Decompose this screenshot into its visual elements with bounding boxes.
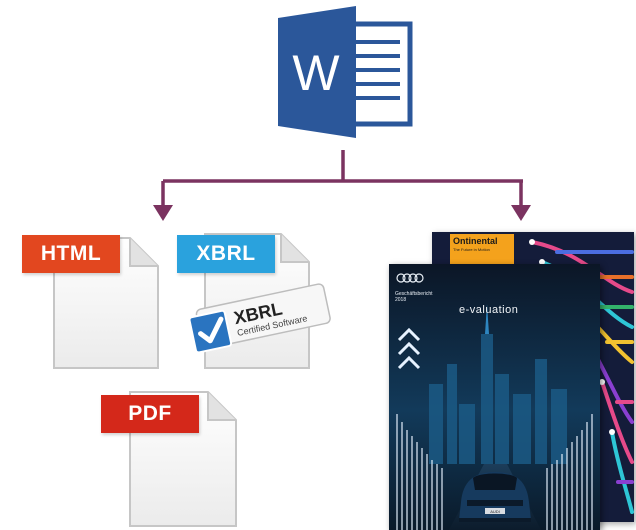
pdf-format-label: PDF (101, 395, 199, 433)
license-plate: AUDI (490, 509, 500, 514)
arrowhead-right (511, 205, 531, 221)
xbrl-certified-badge: XBRL Certified Software (188, 283, 331, 354)
continental-tagline: The Future in Motion (453, 247, 490, 252)
xbrl-format-label: XBRL (177, 235, 275, 273)
word-icon: W (278, 6, 413, 138)
audi-report-title: Geschäftsbericht 2018 (395, 291, 433, 303)
arrowhead-left (153, 205, 173, 221)
chevron-up-icon (397, 327, 421, 370)
continental-brand: Ontinental (453, 236, 498, 246)
audi-rings-icon (396, 273, 424, 283)
continental-logo: Ontinental The Future in Motion (450, 234, 514, 264)
car-icon (459, 472, 531, 522)
checkmark-icon (198, 316, 224, 344)
audi-headline: e-valuation (459, 304, 519, 316)
audi-report-cover: AUDI Geschäftsbericht 2018 e-valuation (389, 264, 600, 530)
word-letter: W (292, 45, 340, 101)
html-format-label: HTML (22, 235, 120, 273)
